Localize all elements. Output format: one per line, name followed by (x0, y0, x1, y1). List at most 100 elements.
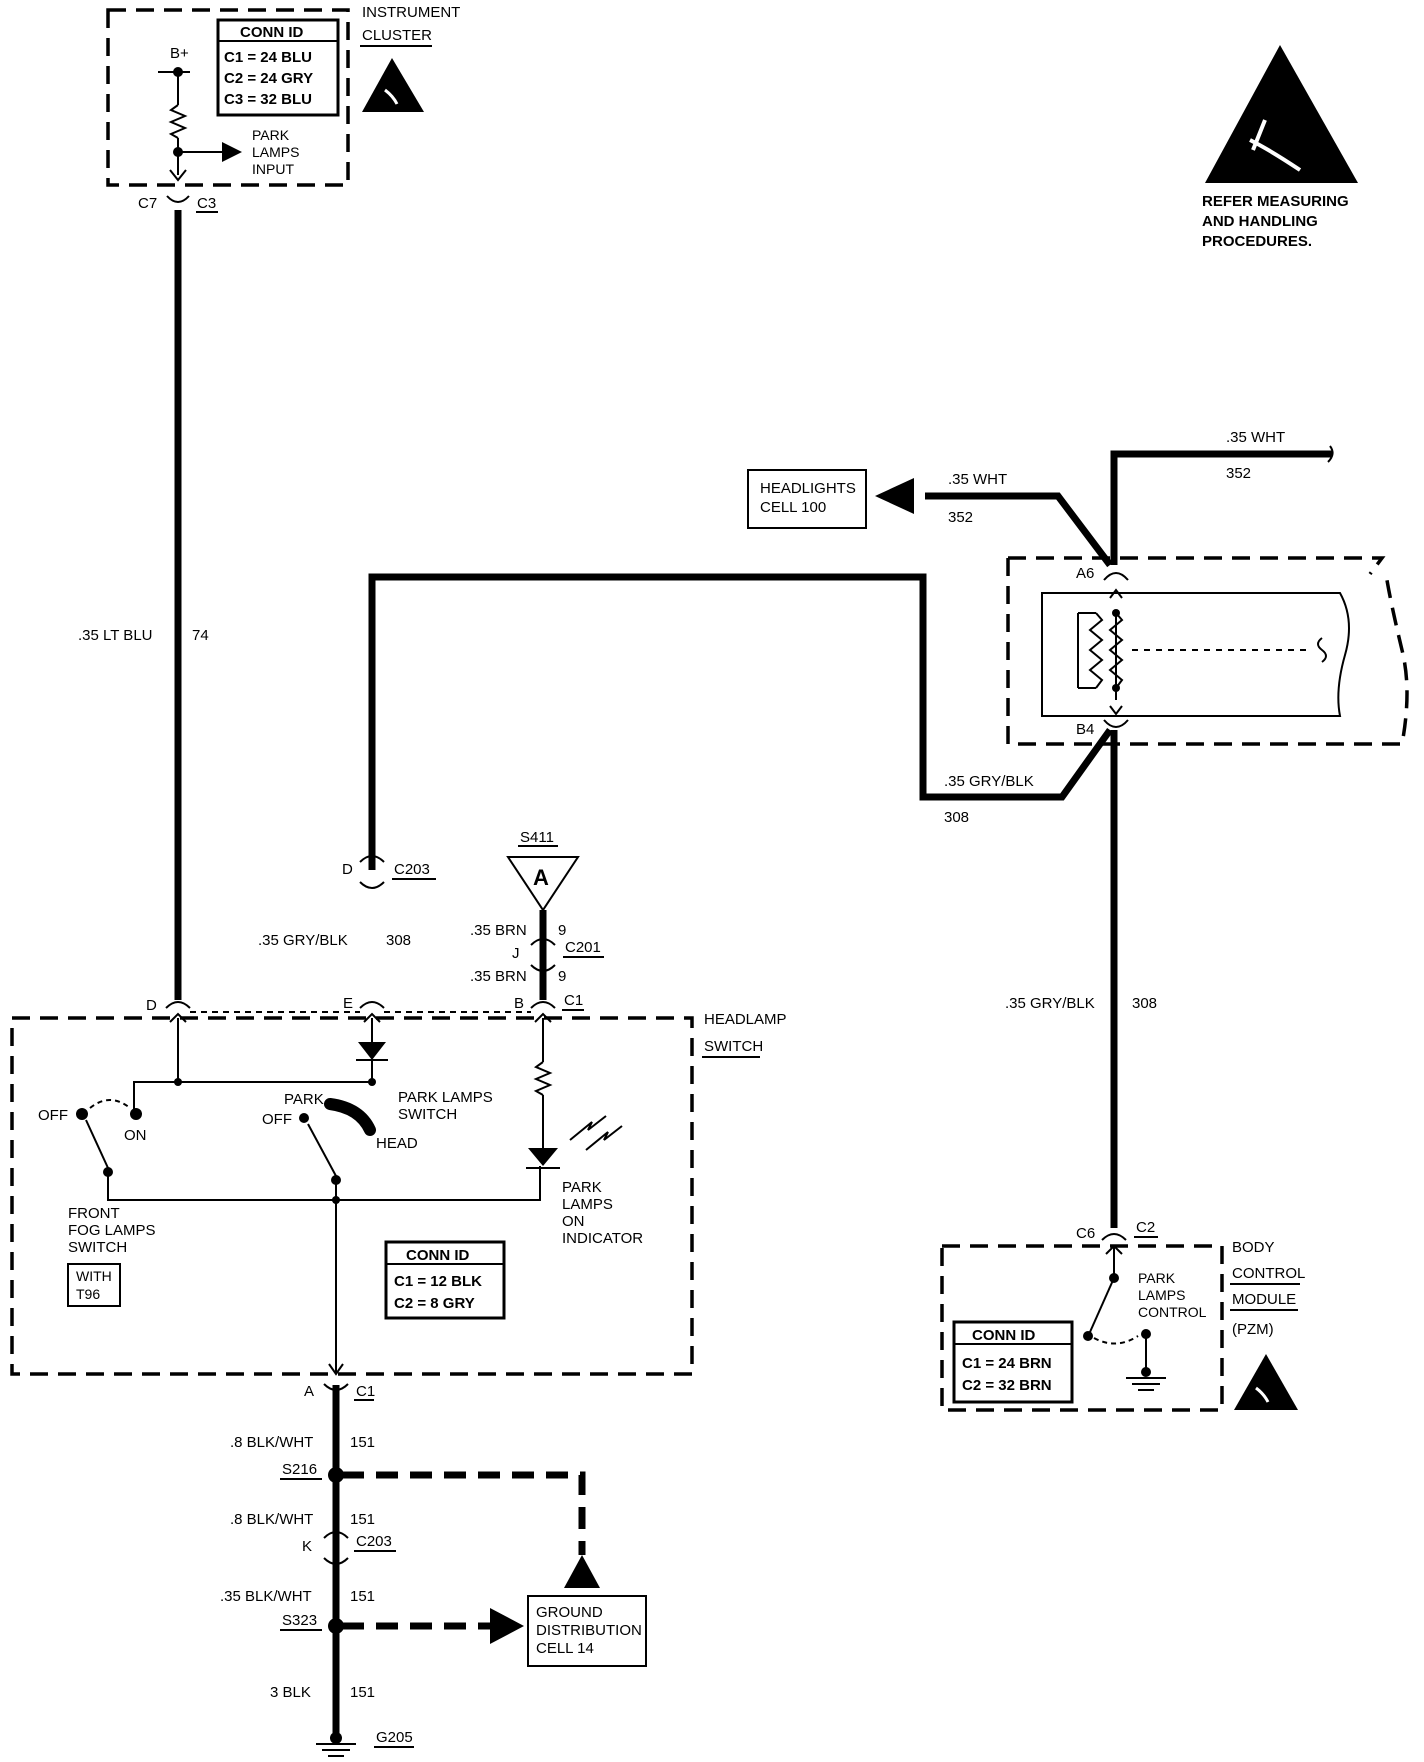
wire-308-right-circuit: 308 (1132, 995, 1157, 1012)
splice-s411-name: S411 (520, 829, 554, 846)
bcm-title-4: (PZM) (1232, 1321, 1274, 1338)
indicator-label-1: PARK (562, 1179, 602, 1196)
park-lamps-input-1: PARK (252, 127, 290, 143)
wire-308-upper (368, 573, 1113, 870)
c203-bottom-pin: K (302, 1538, 312, 1555)
headlights-reference: HEADLIGHTS CELL 100 (747, 469, 867, 529)
relay-pin-a6: A6 (1076, 565, 1094, 582)
esd-notice-line-2: AND HANDLING (1202, 213, 1318, 230)
park-switch-label-2: SWITCH (398, 1106, 457, 1123)
headlights-ref-1: HEADLIGHTS (760, 480, 856, 497)
wire-151-1-circuit: 151 (350, 1434, 375, 1451)
bplus-label: B+ (170, 45, 189, 62)
c203-top-pin: D (342, 861, 353, 878)
ground-ref-1: GROUND (536, 1604, 603, 1621)
c203-top-name: C203 (394, 861, 430, 878)
ground-arrow-left-icon (490, 1608, 524, 1644)
c201-pin: J (512, 945, 520, 962)
headlamp-conn-id-c2: C2 = 8 GRY (394, 1295, 475, 1312)
instrument-connector-c3: C3 (197, 195, 216, 212)
bcm-pin-c6: C6 (1076, 1225, 1095, 1242)
hs-pin-d: D (146, 997, 157, 1014)
instrument-cluster-outline (106, 8, 350, 187)
wire-308-top-circuit: 308 (944, 809, 969, 826)
ground-g205-icon (316, 1732, 356, 1757)
wire-151-2-gauge: .8 BLK/WHT (230, 1511, 313, 1528)
wire-74-gauge: .35 LT BLU (78, 627, 153, 644)
instrument-cluster-title-1: INSTRUMENT (362, 4, 460, 21)
headlamp-switch: HEADLAMP SWITCH D E B C1 OFF ON FRONT F (10, 992, 787, 1401)
wire-9-lower-circuit: 9 (558, 968, 566, 985)
wire-352-left-gauge: .35 WHT (948, 471, 1007, 488)
hs-pin-b-conn: C1 (564, 992, 583, 1009)
with-option-1: WITH (76, 1268, 112, 1284)
wire-9-lower-gauge: .35 BRN (470, 968, 527, 985)
relay-outline (1006, 556, 1409, 746)
instrument-conn-id-title: CONN ID (240, 24, 304, 41)
instrument-pin-c7: C7 (138, 195, 157, 212)
instrument-conn-id-c2: C2 = 24 GRY (224, 70, 313, 87)
park-lamps-contact-icon (324, 1098, 376, 1136)
bcm-title-2: CONTROL (1232, 1265, 1305, 1282)
wire-308-left-circuit: 308 (386, 932, 411, 949)
c203-bottom-name: C203 (356, 1533, 392, 1550)
ground-ref-3: CELL 14 (536, 1640, 594, 1657)
indicator-label-2: LAMPS (562, 1196, 613, 1213)
hs-pin-b: B (514, 995, 524, 1012)
splice-s216-name: S216 (282, 1461, 317, 1478)
bcm-outline (940, 1244, 1224, 1412)
splice-s216-dot (328, 1467, 344, 1483)
bcm-conn-id-box (952, 1320, 1074, 1404)
hs-pin-a: A (304, 1383, 314, 1400)
park-label: PARK (284, 1091, 324, 1108)
wire-352-left (925, 492, 1113, 568)
esd-notice-line-1: REFER MEASURING (1202, 193, 1349, 210)
headlamp-conn-id-box (384, 1240, 506, 1320)
splice-s323-dot (328, 1618, 344, 1634)
wire-151-4-gauge: 3 BLK (270, 1684, 311, 1701)
fog-off-label: OFF (38, 1107, 68, 1124)
bcm-conn-id-title: CONN ID (972, 1327, 1036, 1344)
esd-notice: REFER MEASURING AND HANDLING PROCEDURES. (1202, 45, 1358, 250)
headlights-ref-2: CELL 100 (760, 499, 826, 516)
fog-on-label: ON (124, 1127, 147, 1144)
bcm-control-label-2: LAMPS (1138, 1287, 1185, 1303)
wire-308-top-gauge: .35 GRY/BLK (944, 773, 1034, 790)
park-lamps-diode-icon (358, 1042, 386, 1060)
relay-pin-b4: B4 (1076, 721, 1094, 738)
splice-s411: S411 A (506, 829, 580, 912)
wire-74-circuit: 74 (192, 627, 209, 644)
relay-coil-icon (1088, 612, 1104, 689)
bcm-conn-id-c1: C1 = 24 BRN (962, 1355, 1052, 1372)
wires (174, 210, 1334, 1735)
bcm-control-label-3: CONTROL (1138, 1304, 1207, 1320)
wire-352-right-circuit: 352 (1226, 465, 1251, 482)
bcm-conn-id-c2: C2 = 32 BRN (962, 1377, 1052, 1394)
indicator-led-icon (528, 1148, 558, 1166)
wire-151-4-circuit: 151 (350, 1684, 375, 1701)
off-label: OFF (262, 1111, 292, 1128)
headlights-arrow-icon (875, 478, 914, 514)
wire-352-right (1110, 450, 1332, 565)
indicator-label-4: INDICATOR (562, 1230, 643, 1247)
wire-352-left-circuit: 352 (948, 509, 973, 526)
light-emission-icon (569, 1115, 623, 1151)
bcm-connector-c2: C2 (1136, 1219, 1155, 1236)
instrument-conn-id-c1: C1 = 24 BLU (224, 49, 312, 66)
park-lamps-input-3: INPUT (252, 161, 294, 177)
hs-pin-e: E (343, 995, 353, 1012)
fog-switch-label-1: FRONT (68, 1205, 120, 1222)
ground-ref-2: DISTRIBUTION (536, 1622, 642, 1639)
splice-s323-name: S323 (282, 1612, 317, 1629)
headlamp-switch-title-2: SWITCH (704, 1038, 763, 1055)
indicator-label-3: ON (562, 1213, 585, 1230)
esd-warning-icon (362, 58, 424, 112)
wire-9-upper-gauge: .35 BRN (470, 922, 527, 939)
hs-pin-a-conn: C1 (356, 1383, 375, 1400)
headlamp-switch-outline (10, 1016, 694, 1376)
head-label: HEAD (376, 1135, 418, 1152)
connectors: D C203 J C201 K C203 S216 S323 G205 (280, 855, 604, 1757)
park-lamps-input-2: LAMPS (252, 144, 299, 160)
bcm-control-label-1: PARK (1138, 1270, 1176, 1286)
